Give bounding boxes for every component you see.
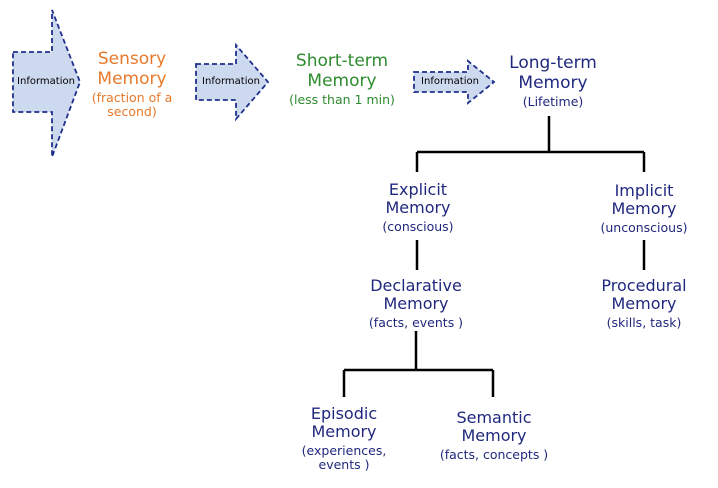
arrow-2-label: Information bbox=[202, 76, 260, 87]
implicit-title-2: Memory bbox=[611, 199, 677, 219]
sensory-duration-1: (fraction of a bbox=[91, 90, 173, 106]
procedural-title-2: Memory bbox=[611, 294, 677, 314]
explicit-title-2: Memory bbox=[385, 198, 451, 218]
explicit-title-1: Explicit bbox=[388, 180, 448, 199]
explicit-memory-node: Explicit Memory (conscious) bbox=[360, 180, 476, 234]
sensory-memory-label: Sensory Memory (fraction of a second) bbox=[82, 49, 182, 120]
explicit-subtitle: (conscious) bbox=[382, 218, 454, 234]
declarative-title-1: Declarative bbox=[370, 276, 462, 295]
semantic-title-1: Semantic bbox=[456, 408, 532, 427]
long-term-title-1: Long-term bbox=[509, 53, 597, 73]
short-term-title-2: Memory bbox=[307, 70, 377, 91]
semantic-memory-node: Semantic Memory (facts, concepts ) bbox=[430, 408, 558, 462]
short-term-duration: (less than 1 min) bbox=[289, 92, 395, 108]
short-term-title-1: Short-term bbox=[295, 51, 389, 71]
information-arrow-1 bbox=[12, 9, 81, 158]
declarative-memory-node: Declarative Memory (facts, events ) bbox=[356, 276, 476, 330]
episodic-subtitle-2: events ) bbox=[318, 457, 370, 473]
long-term-duration: (Lifetime) bbox=[522, 94, 584, 110]
information-arrow-2 bbox=[195, 42, 270, 122]
implicit-title-1: Implicit bbox=[614, 181, 674, 200]
declarative-subtitle: (facts, events ) bbox=[368, 314, 464, 330]
sensory-title-1: Sensory bbox=[97, 49, 167, 69]
implicit-memory-node: Implicit Memory (unconscious) bbox=[584, 181, 704, 235]
episodic-subtitle-1: (experiences, bbox=[301, 442, 387, 458]
semantic-subtitle: (facts, concepts ) bbox=[439, 446, 549, 462]
long-term-memory-label: Long-term Memory (Lifetime) bbox=[494, 53, 612, 110]
sensory-duration-2: second) bbox=[107, 104, 157, 120]
procedural-title-1: Procedural bbox=[601, 276, 687, 295]
declarative-title-2: Memory bbox=[383, 294, 449, 314]
episodic-title-2: Memory bbox=[311, 422, 377, 442]
information-arrow-3 bbox=[413, 59, 496, 105]
arrow-3-label: Information bbox=[421, 76, 479, 87]
short-term-memory-label: Short-term Memory (less than 1 min) bbox=[276, 51, 408, 108]
implicit-subtitle: (unconscious) bbox=[600, 219, 688, 235]
procedural-subtitle: (skills, task) bbox=[606, 314, 682, 330]
semantic-title-2: Memory bbox=[461, 426, 527, 446]
arrow-1-label: Information bbox=[17, 76, 75, 87]
episodic-memory-node: Episodic Memory (experiences, events ) bbox=[292, 404, 396, 473]
sensory-title-2: Memory bbox=[97, 68, 167, 89]
long-term-title-2: Memory bbox=[518, 72, 588, 93]
episodic-title-1: Episodic bbox=[310, 404, 378, 423]
procedural-memory-node: Procedural Memory (skills, task) bbox=[588, 276, 700, 330]
